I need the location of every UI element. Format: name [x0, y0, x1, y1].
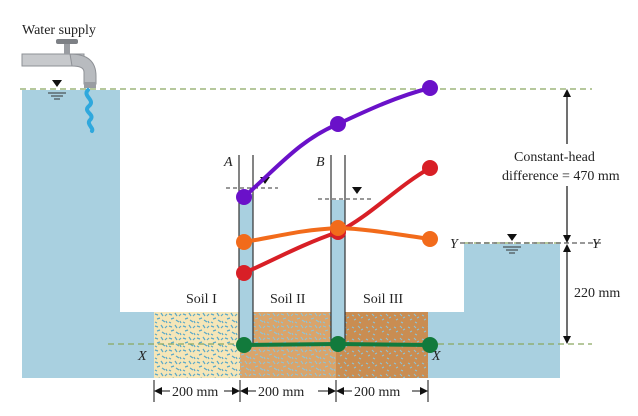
tube-a-label: A [223, 155, 233, 170]
purple-head-curve [242, 86, 431, 199]
purple-point [236, 189, 252, 205]
water-drop-icon [84, 88, 95, 133]
red-point [236, 265, 252, 281]
head-difference-label: Constant-head [514, 150, 595, 165]
soil-3-label: Soil III [363, 292, 403, 307]
water-level-marker-icon [352, 187, 362, 194]
length-label-1: 200 mm [172, 385, 218, 400]
green-point [330, 336, 346, 352]
point-x-left-label: X [137, 349, 147, 364]
length-dimensions [153, 380, 429, 402]
water-level-marker-icon [52, 80, 62, 87]
orange-point [330, 220, 346, 236]
length-label-2: 200 mm [258, 385, 304, 400]
soil-1-label: Soil I [186, 292, 217, 307]
red-point [422, 160, 438, 176]
head-difference-dimension [563, 89, 571, 344]
faucet-icon [21, 39, 97, 88]
tube-b-label: B [316, 155, 325, 170]
length-label-3: 200 mm [354, 385, 400, 400]
head-difference-value: difference = 470 mm [502, 169, 620, 184]
purple-point [330, 116, 346, 132]
soil-2-label: Soil II [270, 292, 306, 307]
green-point [236, 337, 252, 353]
soil-1-sample [154, 312, 240, 378]
tailwater-height-label: 220 mm [574, 286, 620, 301]
point-y-right-label: Y [592, 237, 602, 252]
point-x-right-label: X [431, 349, 441, 364]
water-level-marker-icon [507, 234, 517, 241]
purple-point [422, 80, 438, 96]
orange-point [236, 234, 252, 250]
orange-point [422, 231, 438, 247]
water-supply-label: Water supply [22, 23, 96, 38]
green-point [422, 337, 438, 353]
point-y-left-label: Y [450, 237, 460, 252]
